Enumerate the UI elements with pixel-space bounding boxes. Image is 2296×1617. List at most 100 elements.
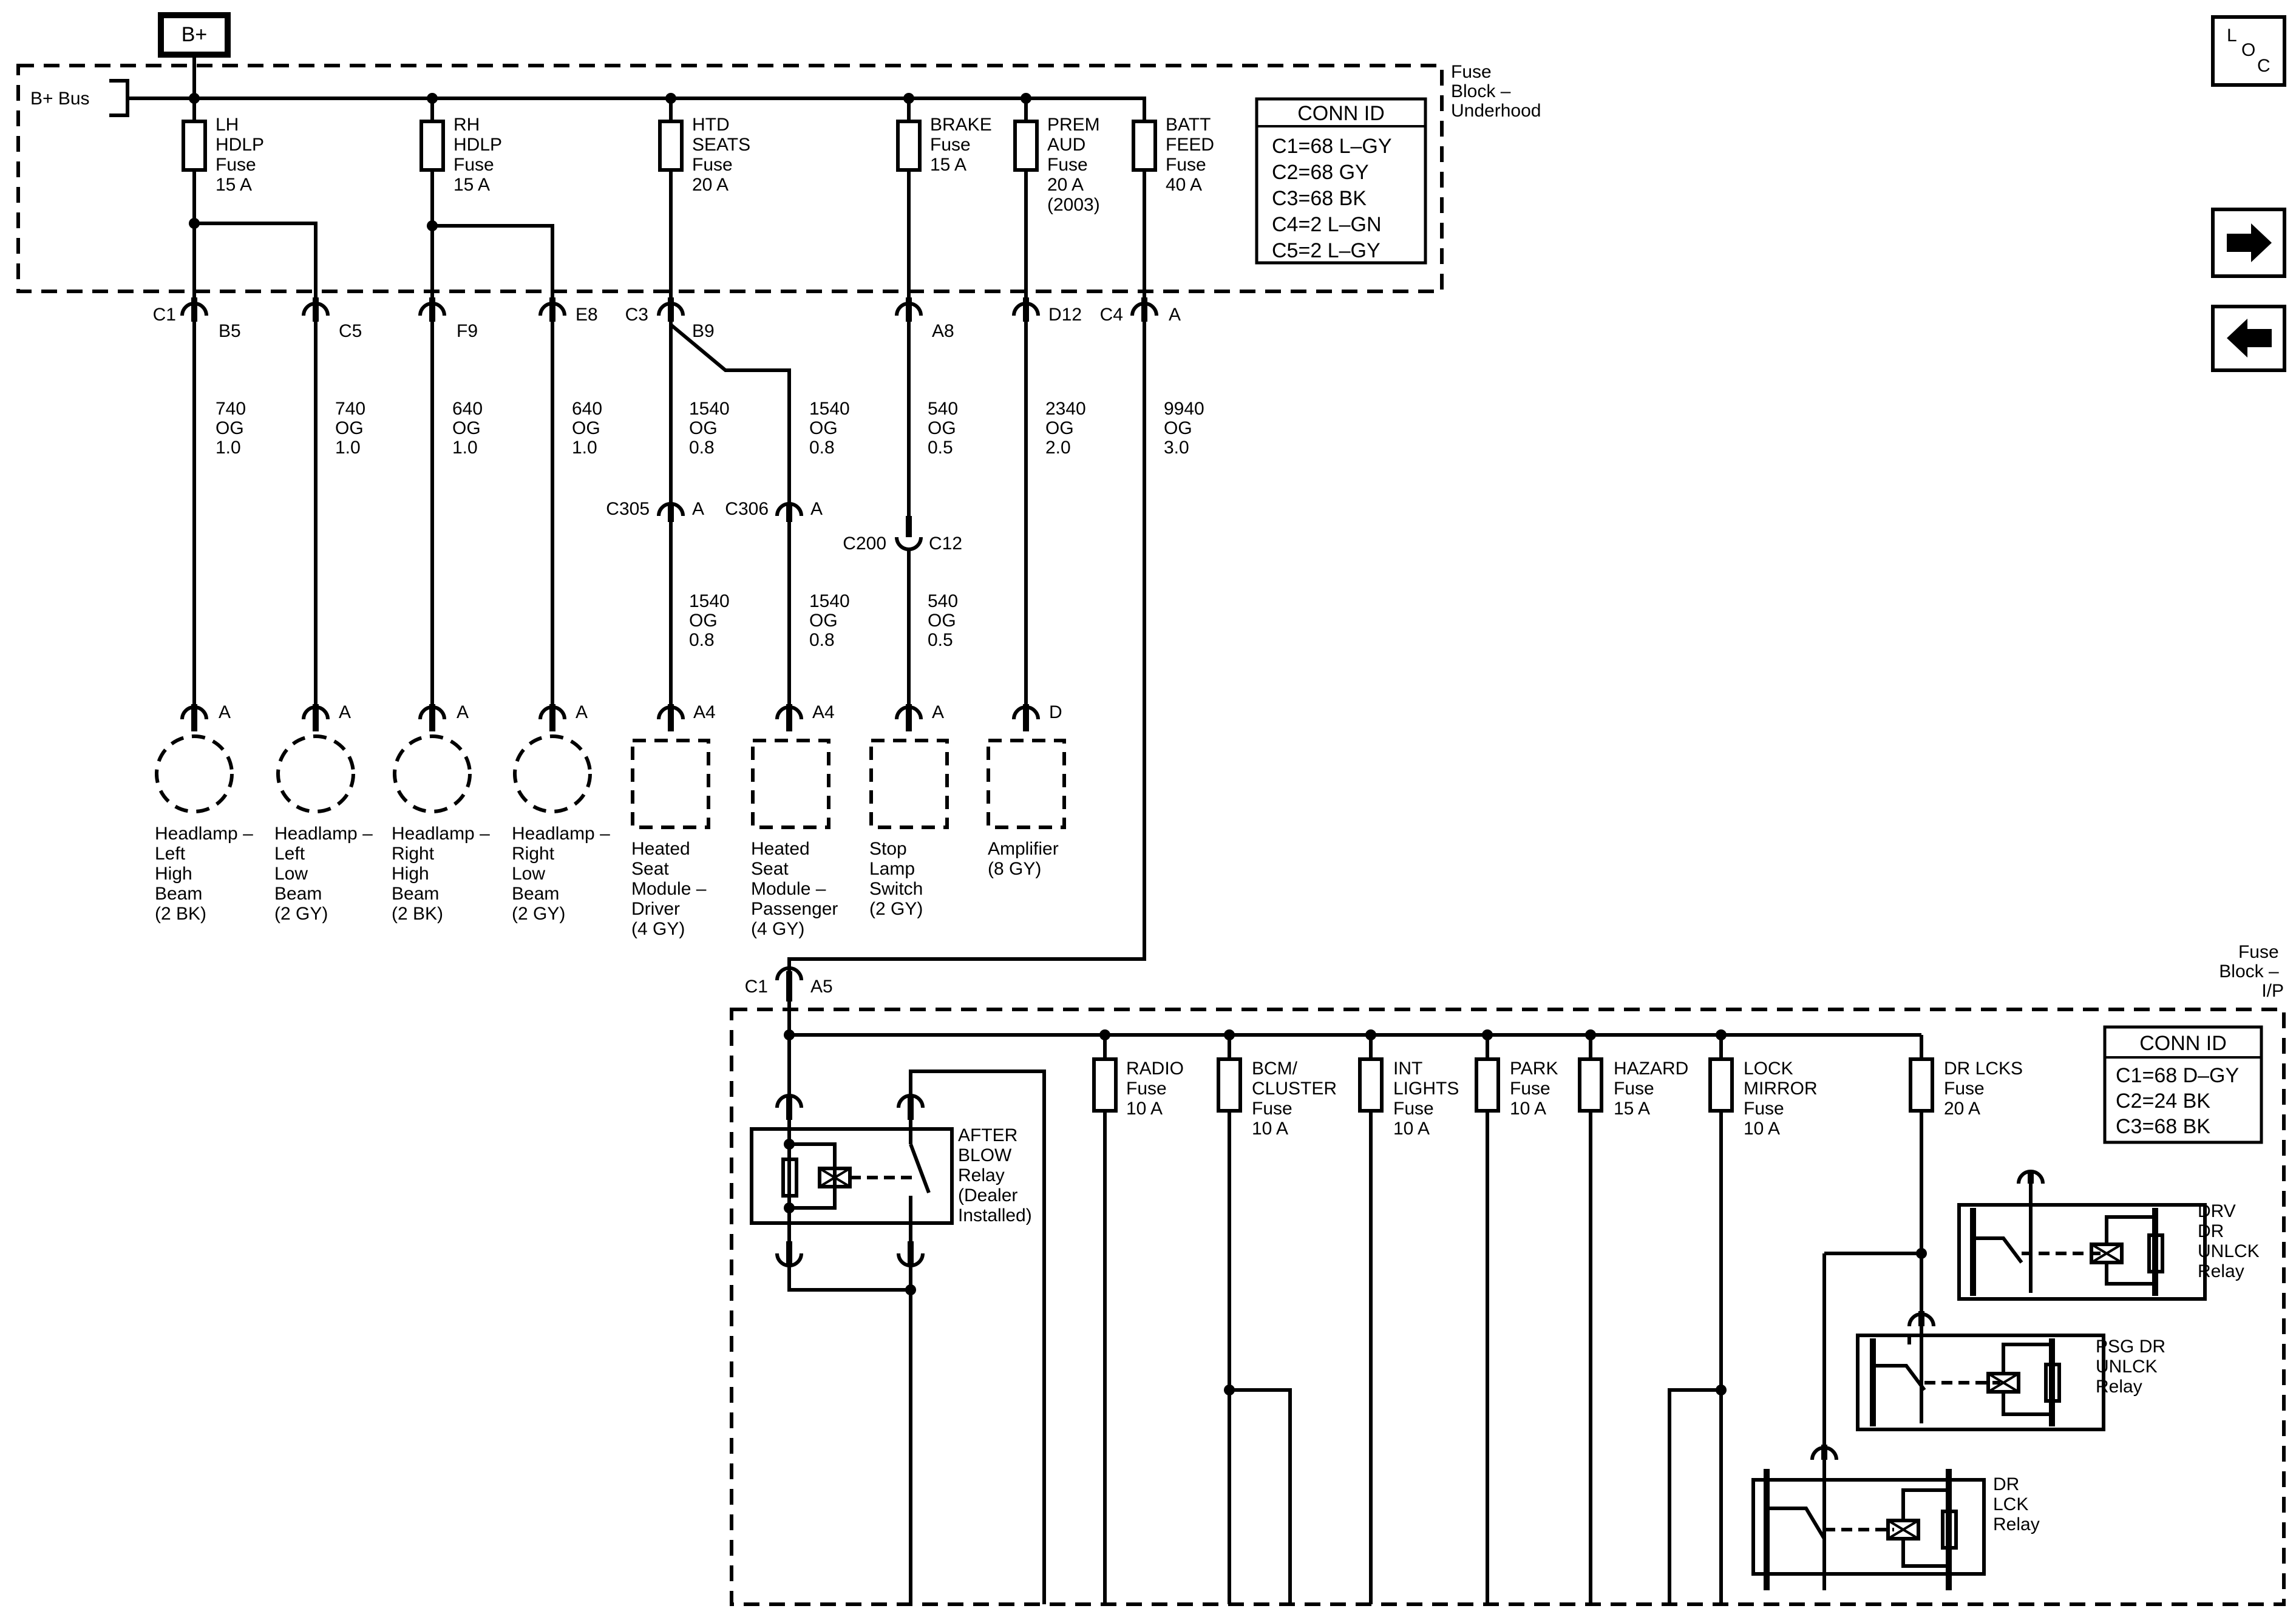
pin-1: A [339,702,351,722]
heated-seat-driver-symbol [631,739,710,829]
pin-2: A [457,702,469,722]
ip-connector-left: C1 [745,977,768,997]
underhood-block-label: Fuse Block – Underhood [1451,62,1541,121]
brake-fuse-label: BRAKE Fuse 15 A [930,115,997,175]
loc-letter-l: L [2227,25,2237,46]
pin-4: A4 [693,702,716,722]
ip-block-label: Fuse Block – I/P [2219,942,2284,1001]
splice-points [189,93,1927,1395]
conn-top-7-left: C4 [1100,305,1123,325]
stop-lamp-switch-symbol [869,739,949,829]
htd-seats-fuse-label: HTD SEATS Fuse 20 A [692,115,755,195]
conn-top-1-right: C5 [339,321,362,341]
loc-button[interactable]: L O C [2211,15,2286,87]
ip-conn-id-list: C1=68 D–GY C2=24 BK C3=68 BK [2116,1064,2244,1138]
ip-connector-right: A5 [810,977,833,997]
arrow-right-icon [2227,223,2272,262]
conn-top-2-right: F9 [457,321,478,341]
pin-3: A [576,702,588,722]
prem-aud-fuse-label: PREM AUD Fuse 20 A (2003) [1047,115,1105,215]
conn-top-4-left: C3 [625,305,648,325]
headlamp-right-high-symbol [393,734,472,813]
headlamp-left-low-symbol [276,734,355,813]
conn-top-0-right: B5 [219,321,241,341]
inline-conn-0-left: C305 [606,499,650,519]
arrow-left-icon [2227,319,2272,358]
brake-fuse [896,120,922,172]
dr-lck-relay-box [1751,1478,1986,1576]
top-connectors [180,297,1158,322]
inline-conn-1-right: A [810,499,823,519]
component-connectors [180,704,1040,731]
underhood-conn-id-list: C1=68 L–GY C2=68 GY C3=68 BK C4=2 L–GN C… [1272,135,1397,262]
pin-7: D [1049,702,1062,722]
underhood-conn-id-title: CONN ID [1297,102,1385,125]
batt-feed-fuse-label: BATT FEED Fuse 40 A [1166,115,1219,195]
headlamp-left-high-symbol [155,734,234,813]
inline-conn-1-left: C306 [725,499,769,519]
bplus-label: B+ [182,23,208,46]
prem-aud-fuse [1013,120,1039,172]
loc-letter-o: O [2241,40,2255,60]
lh-hdlp-fuse [182,120,207,172]
rh-hdlp-fuse [419,120,445,172]
pin-0: A [219,702,231,722]
ip-conn-id-table [2103,1025,2263,1144]
conn-top-4-right: B9 [692,321,715,341]
psg-dr-unlck-relay-box [1856,1334,2105,1431]
pin-5: A4 [812,702,835,722]
drv-dr-unlck-relay-box [1957,1203,2207,1301]
amplifier-label: Amplifier(8 GY) [988,839,1059,879]
previous-page-button[interactable] [2211,305,2286,372]
lh-hdlp-fuse-label: LH HDLP Fuse 15 A [216,115,269,195]
underhood-fuse-block-outline [16,64,1444,293]
conn-top-0-left: C1 [153,305,176,325]
pin-6: A [932,702,944,722]
inline-connectors [657,502,923,551]
conn-top-7-right: A [1169,305,1181,325]
conn-top-6-right: D12 [1048,305,1082,325]
heated-seat-passenger-symbol [751,739,830,829]
underhood-conn-id-table [1255,97,1427,265]
inline-conn-2-right: C12 [929,534,962,554]
amplifier-symbol [987,739,1066,829]
inline-conn-0-right: A [692,499,704,519]
bus-label: B+ Bus [30,89,90,109]
headlamp-right-low-symbol [513,734,592,813]
htd-seats-fuse [658,120,684,172]
next-page-button[interactable] [2211,208,2286,278]
conn-top-5-right: A8 [932,321,954,341]
ip-fuse-block-outline [730,1008,2286,1606]
rh-hdlp-fuse-label: RH HDLP Fuse 15 A [453,115,507,195]
loc-letter-c: C [2257,56,2271,76]
conn-top-3-right: E8 [576,305,598,325]
